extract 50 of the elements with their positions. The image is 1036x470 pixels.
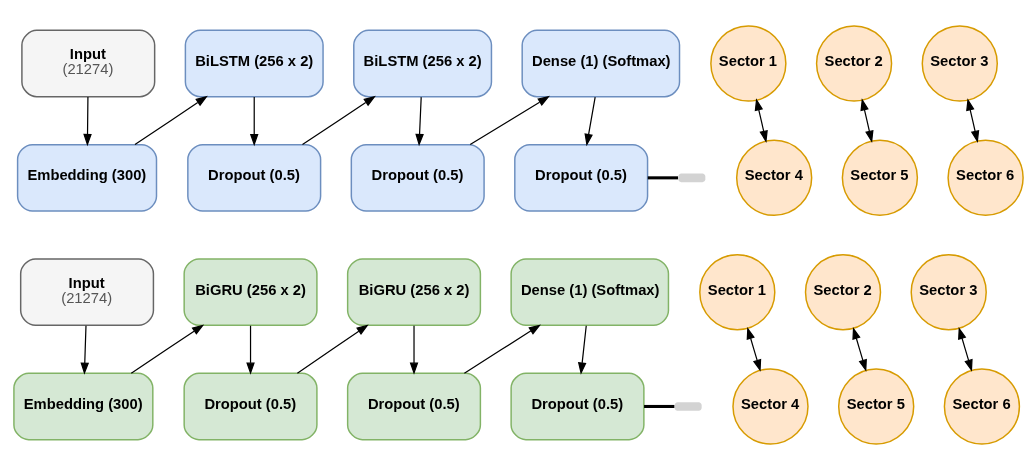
arrow xyxy=(746,327,761,372)
node-box: Dropout (0.5) xyxy=(182,372,318,441)
node-circle: Sector 6 xyxy=(943,368,1020,445)
node-box: Embedding (300) xyxy=(16,143,157,212)
arrow xyxy=(296,324,369,374)
node-circle: Sector 2 xyxy=(815,25,892,102)
connector xyxy=(643,404,674,408)
arrow xyxy=(414,96,424,147)
arrow xyxy=(79,325,89,375)
arrow xyxy=(965,98,979,143)
node-circle: Sector 2 xyxy=(804,253,881,331)
connector xyxy=(647,176,678,180)
arrow xyxy=(859,98,874,143)
node-circle: Sector 5 xyxy=(841,139,918,217)
node-box: BiGRU (256 x 2) xyxy=(182,258,318,327)
node-circle: Sector 1 xyxy=(709,25,787,102)
arrow xyxy=(754,98,768,143)
node-box: Input (21274) xyxy=(20,29,155,98)
node-box: BiLSTM (256 x 2) xyxy=(184,29,324,98)
node-box: Dropout (0.5) xyxy=(513,143,648,212)
arrow xyxy=(469,95,550,146)
node-box: Dense (1) (Softmax) xyxy=(520,29,680,98)
node-box: Dropout (0.5) xyxy=(350,143,485,212)
node-box: Dropout (0.5) xyxy=(509,372,645,441)
node-box: Embedding (300) xyxy=(12,372,154,441)
arrow xyxy=(583,96,596,147)
arrow xyxy=(133,95,208,146)
node-circle: Sector 6 xyxy=(946,139,1024,217)
node-box: Dropout (0.5) xyxy=(186,143,321,212)
node-box: BiGRU (256 x 2) xyxy=(346,258,481,327)
node-box: Dropout (0.5) xyxy=(346,372,481,441)
arrow xyxy=(957,327,973,372)
node-circle: Sector 4 xyxy=(735,139,812,217)
arrow xyxy=(245,325,255,375)
arrow xyxy=(249,96,259,147)
arrow xyxy=(130,324,204,374)
node-circle: Sector 3 xyxy=(910,253,987,331)
node-box: Dense (1) (Softmax) xyxy=(509,258,669,327)
node-circle: Sector 4 xyxy=(731,368,809,445)
arrow xyxy=(409,325,418,375)
arrow xyxy=(577,325,587,375)
node-circle: Sector 5 xyxy=(837,368,914,445)
arrow xyxy=(82,96,92,147)
arrow xyxy=(301,95,376,146)
node-circle: Sector 3 xyxy=(921,25,998,102)
node-box: BiLSTM (256 x 2) xyxy=(352,29,492,98)
node-circle: Sector 1 xyxy=(698,253,776,331)
arrow xyxy=(463,324,541,374)
node-box: Input (21274) xyxy=(19,258,154,327)
arrow xyxy=(851,327,867,372)
